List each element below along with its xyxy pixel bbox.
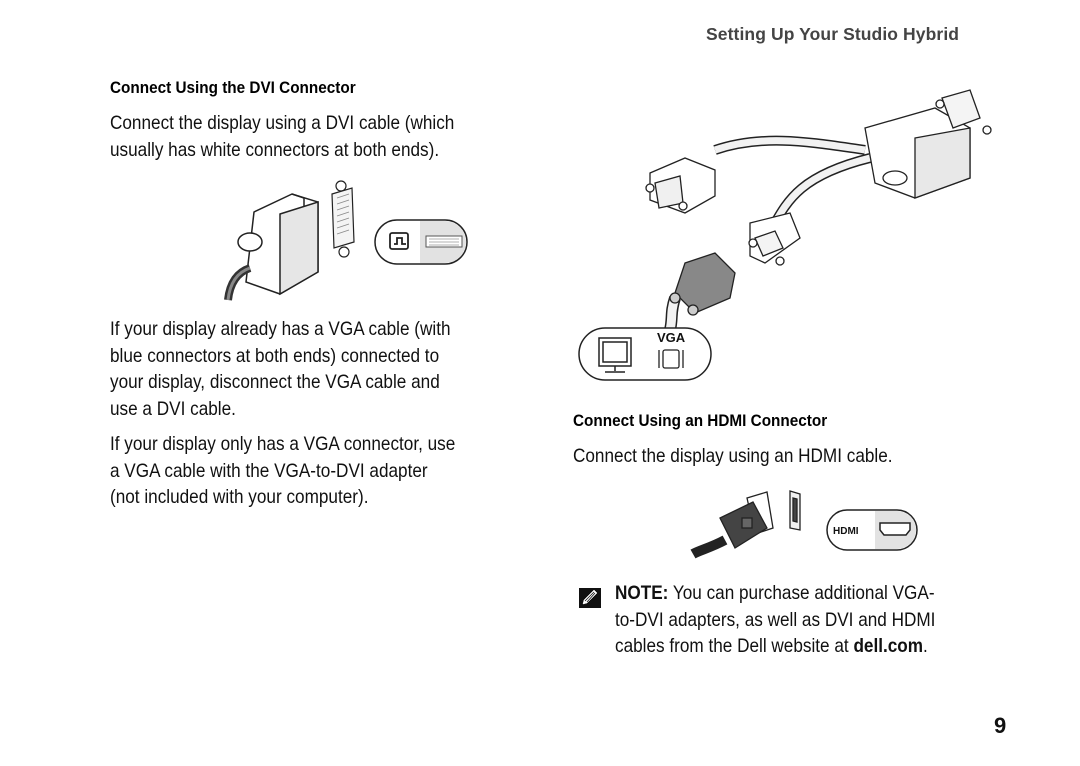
text-line: your display, disconnect the VGA cable a… — [110, 371, 440, 393]
note-paragraph: NOTE: You can purchase additional VGA- t… — [615, 580, 935, 660]
dvi-section-heading: Connect Using the DVI Connector — [110, 78, 356, 97]
dvi-display-icon — [389, 232, 409, 250]
text-line: usually has white connectors at both end… — [110, 138, 440, 161]
text-line: blue connectors at both ends) connected … — [110, 344, 440, 367]
text-line: (not included with your computer). — [110, 486, 369, 508]
text-line: cables from the Dell website at — [615, 635, 854, 657]
hdmi-port — [789, 490, 801, 531]
hdmi-intro-paragraph: Connect the display using an HDMI cable. — [573, 443, 893, 470]
dvi-intro-paragraph: Connect the display using a DVI cable (w… — [110, 110, 454, 163]
pencil-note-icon — [579, 588, 601, 608]
text-line: to-DVI adapters, as well as DVI and HDMI — [615, 608, 936, 631]
hdmi-port-label: HDMI — [833, 526, 859, 537]
text-line: You can purchase additional VGA- — [668, 582, 935, 604]
running-header: Setting Up Your Studio Hybrid — [706, 24, 960, 44]
text-line: Connect the display using a DVI cable (w… — [110, 112, 455, 134]
dvi-port — [331, 180, 355, 258]
vga-port-label-badge: VGA — [578, 327, 712, 381]
vga-connector-end — [748, 212, 801, 266]
vga-port-label: VGA — [657, 330, 686, 345]
dvi-port-label-badge — [374, 219, 468, 265]
text-line: a VGA cable with the VGA-to-DVI adapter — [110, 459, 428, 482]
hdmi-section-heading: Connect Using an HDMI Connector — [573, 411, 828, 430]
hdmi-port-label-badge: HDMI — [826, 509, 918, 551]
dvi-adapter-head — [864, 89, 992, 199]
vga-port-icon — [658, 349, 684, 369]
text-line: use a DVI cable. — [110, 397, 236, 420]
text-punctuation: . — [923, 635, 928, 657]
hdmi-connector-illustration: HDMI — [690, 490, 918, 559]
text-line: If your display only has a VGA connector… — [110, 433, 456, 455]
dvi-connector-end — [645, 157, 716, 214]
monitor-icon — [598, 337, 632, 373]
vga-cable-plug — [669, 252, 736, 316]
note-label: NOTE: — [615, 582, 669, 604]
vga-cable-paragraph: If your display already has a VGA cable … — [110, 316, 451, 422]
page-number: 9 — [994, 713, 1007, 738]
dvi-connector-illustration — [224, 180, 468, 301]
text-line: Connect the display using an HDMI cable. — [573, 445, 893, 467]
dvi-plug — [224, 193, 319, 301]
dell-website-link[interactable]: dell.com — [853, 635, 924, 657]
text-line: If your display already has a VGA cable … — [110, 318, 451, 340]
hdmi-port-icon — [879, 522, 911, 536]
adapter-paragraph: If your display only has a VGA connector… — [110, 431, 455, 511]
vga-to-dvi-adapter-illustration: VGA — [578, 89, 992, 381]
hdmi-plug — [690, 491, 774, 559]
